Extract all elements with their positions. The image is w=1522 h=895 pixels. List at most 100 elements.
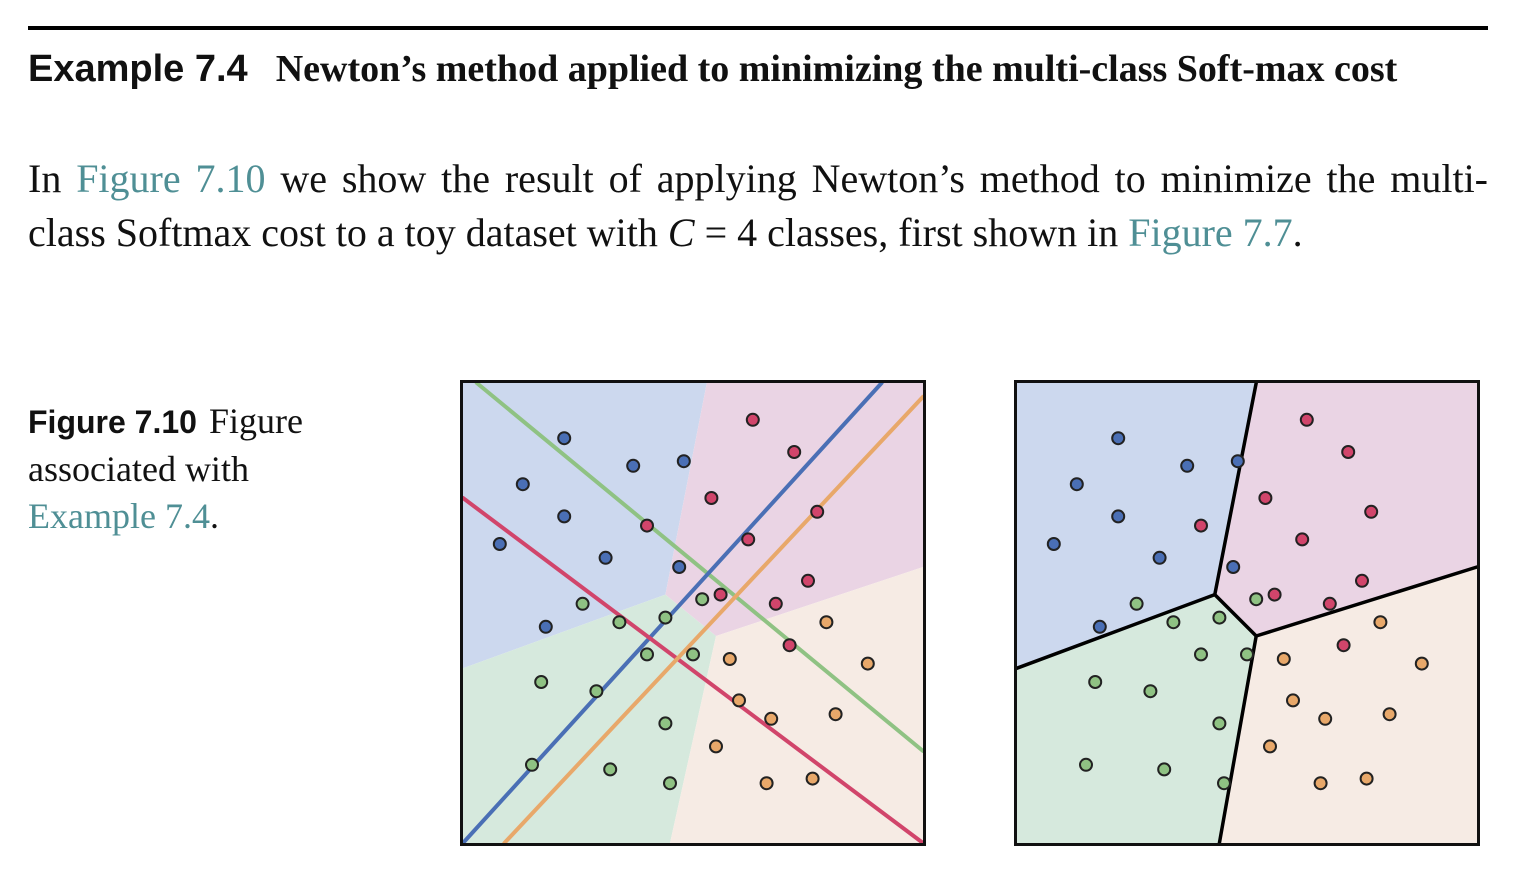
- right-plot-panel: [1014, 380, 1480, 846]
- data-point: [1111, 431, 1126, 446]
- data-point: [1240, 647, 1254, 662]
- data-point: [1355, 573, 1369, 588]
- data-point: [1217, 776, 1231, 791]
- data-point: [1414, 656, 1429, 671]
- data-point: [1046, 537, 1061, 551]
- data-point: [1129, 596, 1144, 611]
- data-point: [658, 716, 673, 731]
- decision-boundary-line: [474, 381, 925, 753]
- data-point: [828, 707, 843, 722]
- data-point: [1286, 693, 1300, 708]
- data-point: [658, 610, 673, 625]
- data-point: [598, 550, 613, 565]
- data-point: [1359, 771, 1374, 786]
- decision-boundary-line: [1213, 381, 1258, 597]
- data-point: [1364, 504, 1379, 519]
- example-paragraph: In Figure 7.10 we show the result of app…: [28, 152, 1488, 260]
- data-point: [1341, 445, 1356, 459]
- data-point: [1299, 412, 1314, 427]
- data-point: [640, 647, 654, 662]
- paragraph-text: we show the result of applying Newton’s …: [28, 156, 1489, 255]
- paragraph-text: = 4 classes, first shown in: [694, 210, 1129, 255]
- example-heading: Example 7.4 Newton’s method applied to mi…: [28, 42, 1488, 96]
- caption-text: Figure associated with: [28, 401, 303, 489]
- data-point: [557, 509, 572, 524]
- data-point: [764, 711, 779, 726]
- data-point: [1069, 477, 1084, 492]
- figure-link[interactable]: Figure 7.7: [1128, 210, 1293, 255]
- decision-boundary-line: [1213, 592, 1258, 638]
- example-link[interactable]: Example 7.4: [28, 496, 210, 536]
- class-region: [463, 383, 707, 669]
- data-point: [713, 587, 728, 602]
- data-point: [1152, 550, 1167, 565]
- data-point: [538, 619, 553, 634]
- data-point: [1276, 652, 1291, 666]
- data-point: [1267, 587, 1282, 602]
- data-point: [603, 762, 618, 777]
- data-point: [1263, 739, 1277, 754]
- data-point: [819, 615, 834, 630]
- data-point: [640, 518, 654, 533]
- data-point: [626, 458, 641, 473]
- data-point: [672, 560, 687, 574]
- data-point: [1092, 619, 1107, 634]
- figure-link[interactable]: Figure 7.10: [76, 156, 266, 201]
- class-region: [1214, 383, 1477, 636]
- data-point: [722, 652, 737, 666]
- data-point: [801, 573, 815, 588]
- data-point: [1322, 596, 1337, 611]
- data-point: [686, 647, 700, 662]
- data-point: [782, 638, 797, 653]
- data-point: [704, 491, 719, 505]
- data-point: [589, 684, 604, 699]
- data-point: [575, 596, 590, 611]
- data-point: [1194, 647, 1208, 662]
- class-region: [1017, 383, 1257, 669]
- data-point: [663, 776, 677, 791]
- data-point: [1212, 716, 1227, 731]
- class-region: [670, 567, 923, 843]
- data-point: [525, 757, 539, 772]
- data-point: [612, 615, 627, 630]
- data-point: [695, 592, 710, 607]
- data-point: [745, 412, 760, 427]
- data-point: [1313, 776, 1328, 791]
- decision-boundary-line: [1254, 565, 1479, 638]
- example-label: Example 7.4: [28, 48, 248, 90]
- data-point: [1212, 610, 1227, 625]
- variable-c: C: [667, 210, 695, 255]
- data-point: [1194, 518, 1208, 533]
- data-point: [805, 771, 820, 786]
- data-point: [534, 675, 549, 689]
- data-point: [787, 445, 802, 459]
- data-point: [768, 596, 783, 611]
- decision-boundary-line: [461, 496, 925, 845]
- data-point: [1258, 491, 1273, 505]
- data-point: [759, 776, 774, 791]
- data-point: [1157, 762, 1172, 777]
- data-point: [1382, 707, 1397, 722]
- paragraph-text: .: [1292, 210, 1303, 255]
- data-point: [557, 431, 572, 446]
- class-region: [1219, 567, 1477, 843]
- class-region: [665, 383, 923, 636]
- left-plot-panel: [460, 380, 926, 846]
- data-point: [1336, 638, 1351, 653]
- caption-text: .: [209, 496, 219, 536]
- data-point: [709, 739, 723, 754]
- data-point: [492, 537, 507, 551]
- data-point: [1373, 615, 1388, 630]
- data-point: [1143, 684, 1158, 699]
- data-point: [741, 532, 756, 547]
- top-rule: [28, 26, 1488, 30]
- example-title: Newton’s method applied to minimizing th…: [275, 48, 1398, 90]
- data-point: [515, 477, 530, 492]
- decision-boundary-line: [1217, 634, 1258, 845]
- data-point: [1249, 592, 1264, 607]
- data-point: [1180, 458, 1195, 473]
- caption-label: Figure 7.10: [28, 404, 197, 440]
- data-point: [676, 454, 691, 469]
- paragraph-text: In: [28, 156, 77, 201]
